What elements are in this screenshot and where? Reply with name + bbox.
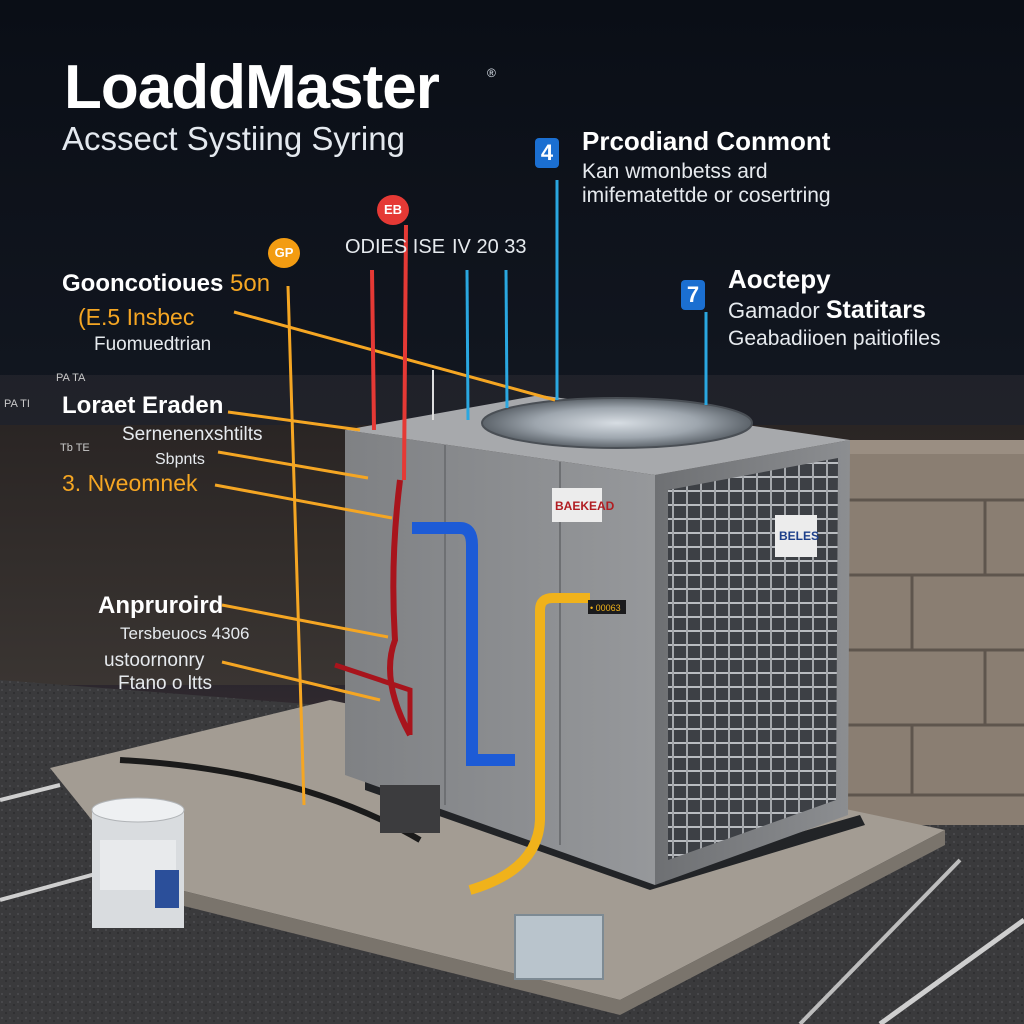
condenser-unit: BAEKEAD BELES	[345, 395, 865, 890]
panel-label-sticker	[552, 488, 602, 522]
pipe-tag	[588, 600, 626, 614]
callout-heading-mid-right: Aoctepy	[728, 264, 831, 294]
callout-heading-top-left-text: Gooncotioues	[62, 270, 224, 297]
callout-heading-low-left: Anpruroird	[98, 592, 224, 619]
concrete-pad	[50, 700, 945, 1000]
callout-line-mid-left-2: Sbpnts	[155, 451, 205, 468]
callout-line-low-left-1: Tersbeuocs 4306	[120, 624, 250, 643]
junction-box	[514, 914, 604, 980]
yellow-gas-line	[468, 593, 590, 895]
callout-line-top-left-1: (E.5 Insbec	[78, 304, 195, 330]
panel-label-text: BAEKEAD	[555, 499, 615, 513]
code-label-1: ODIES ISE	[345, 236, 446, 258]
callout-badge-4: 4	[535, 138, 559, 168]
callout-line-mid-right: Geabadiioen paitiofiles	[728, 327, 941, 350]
red-wiring	[334, 662, 413, 735]
registered-mark: ®	[487, 66, 496, 80]
callout-line-low-left-3: Ftano o ltts	[118, 673, 212, 694]
grille-label-text: BELES	[779, 529, 819, 543]
callout-sub-mid-right: Gamador Statitars	[728, 296, 926, 325]
unit-grille	[668, 458, 838, 860]
parking-line	[0, 783, 61, 802]
callout-heading-mid-left: Loraet Eraden	[62, 392, 224, 419]
callout-heading-top-right: Prcodiand Conmont	[582, 126, 831, 156]
grille-label-sticker	[775, 515, 817, 557]
control-parts	[380, 785, 440, 833]
callout-line-mid-left-1: Sernenenxshtilts	[122, 424, 263, 445]
callout-heading-top-left-suffix: 5on	[230, 270, 271, 297]
marker-orange: GP	[268, 238, 300, 268]
callout-line-top-left-2: Fuomuedtrian	[94, 334, 212, 355]
block-wall	[848, 440, 1024, 825]
unit-base	[365, 775, 865, 890]
far-left-tag-3: Tb TE	[60, 442, 90, 454]
parking-line	[878, 917, 1024, 1024]
brand-title: LoaddMaster	[64, 53, 440, 122]
marker-red: EB	[377, 195, 409, 225]
far-left-tag-1: PA TA	[56, 372, 86, 384]
unit-front-panel	[345, 430, 655, 885]
paint-bucket	[91, 797, 185, 928]
fan-guard	[481, 397, 753, 449]
callout-heading-top-left: Gooncotioues 5on	[62, 270, 270, 298]
code-label-2: IV 20 33	[452, 236, 527, 258]
red-wiring	[387, 479, 413, 737]
far-left-tag-2: PA TI	[4, 398, 30, 410]
parking-line	[0, 868, 111, 902]
parking-line	[798, 858, 962, 1024]
concrete-pad-edge	[140, 830, 945, 1015]
callout-sub-mid-right-b: Statitars	[825, 296, 926, 324]
callout-sub-mid-right-a: Gamador	[728, 298, 820, 323]
blue-suction-line	[412, 522, 515, 766]
callout-line-top-right-2: imifematettde or cosertring	[582, 184, 831, 207]
pipe-tag-text: • 00063	[590, 603, 621, 613]
callout-line-top-right-1: Kan wmonbetss ard	[582, 160, 768, 183]
brand-subtitle: Acssect Systiing Syring	[62, 120, 405, 157]
callout-line-low-left-2: ustoornonry	[104, 650, 205, 671]
callout-badge-7: 7	[681, 280, 705, 310]
callout-line-mid-left-3: 3. Nveomnek	[62, 470, 198, 496]
